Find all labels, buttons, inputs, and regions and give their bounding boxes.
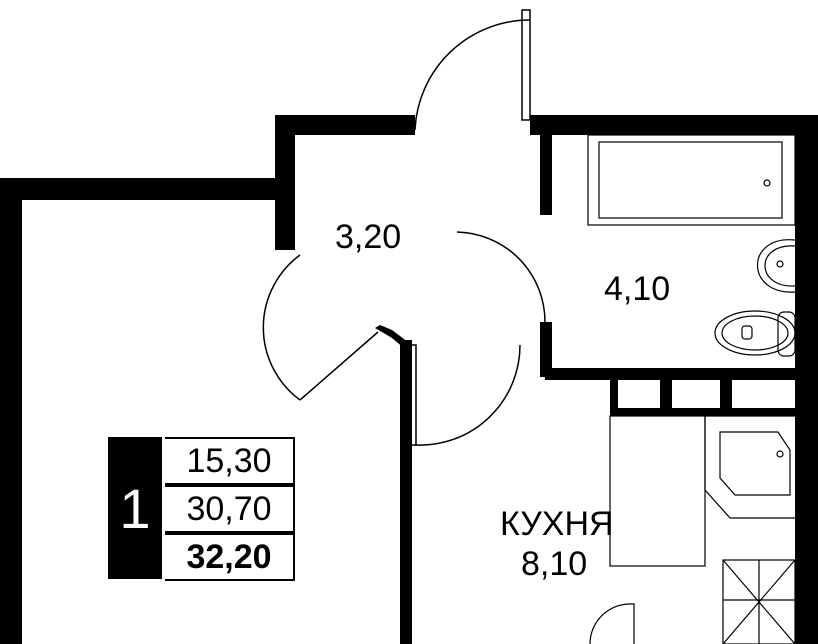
kitchen-area-label: 8,10 bbox=[521, 545, 588, 583]
bathroom-area-label: 4,10 bbox=[604, 270, 671, 308]
sink bbox=[757, 239, 796, 293]
living-door-swing bbox=[262, 254, 301, 401]
bathroom-door-swing bbox=[456, 231, 546, 323]
walls bbox=[0, 115, 818, 644]
area-without-balcony: 30,70 bbox=[165, 485, 295, 533]
entrance-door-swing bbox=[414, 19, 531, 131]
kitchen-furniture bbox=[589, 415, 796, 644]
kitchen-name-label: КУХНЯ bbox=[500, 505, 614, 543]
living-area: 15,30 bbox=[165, 437, 295, 485]
total-area: 32,20 bbox=[165, 533, 295, 581]
bathtub bbox=[587, 134, 796, 226]
toilet bbox=[714, 310, 796, 357]
doors bbox=[262, 9, 546, 446]
hall-area-label: 3,20 bbox=[335, 218, 402, 256]
rooms-count: 1 bbox=[108, 437, 162, 579]
area-summary-table: 1 15,30 30,70 32,20 bbox=[108, 437, 296, 581]
